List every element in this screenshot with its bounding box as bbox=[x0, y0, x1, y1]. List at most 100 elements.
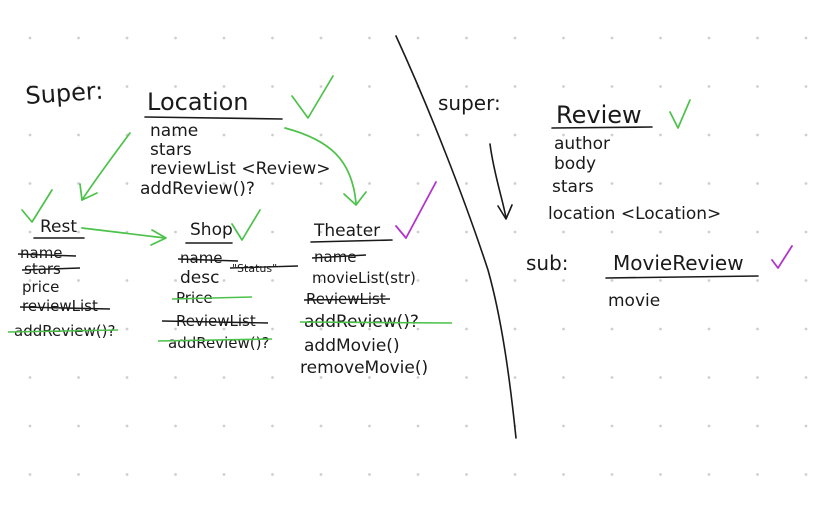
grid-dot bbox=[77, 230, 80, 234]
grid-dot bbox=[77, 133, 80, 137]
shop-strike-reviewlist bbox=[161, 320, 269, 324]
shop-strike-addreview bbox=[157, 338, 273, 342]
rest-field-price: price bbox=[22, 278, 59, 296]
grid-dot bbox=[707, 36, 711, 40]
grid-dot bbox=[707, 473, 711, 476]
rest-fields: name stars price reviewList addReview()? bbox=[7, 244, 119, 340]
grid-dot bbox=[562, 85, 565, 88]
grid-dot bbox=[804, 133, 808, 137]
grid-dot bbox=[271, 230, 274, 234]
grid-dot bbox=[28, 424, 32, 428]
theater-fields: name movieList(str) ReviewList addReview… bbox=[299, 248, 453, 378]
rest-title: Rest bbox=[40, 217, 77, 237]
grid-dot bbox=[271, 133, 274, 137]
grid-dot bbox=[368, 85, 371, 88]
theater-strike-addreview bbox=[299, 321, 453, 324]
shop-field-reviewlist: ReviewList bbox=[176, 312, 256, 330]
grid-dot bbox=[659, 36, 662, 40]
grid-dot bbox=[28, 36, 32, 40]
grid-dot bbox=[707, 133, 711, 137]
grid-dot bbox=[562, 327, 565, 331]
grid-dot bbox=[125, 182, 129, 185]
rest-strike-stars bbox=[21, 267, 81, 271]
grid-dot bbox=[28, 133, 32, 137]
moviereview-title: MovieReview bbox=[613, 251, 744, 275]
grid-dot bbox=[222, 376, 226, 379]
grid-dot bbox=[174, 473, 177, 476]
grid-dot bbox=[174, 230, 177, 234]
grid-dot bbox=[610, 36, 614, 40]
grid-dot bbox=[271, 36, 274, 40]
grid-dot bbox=[562, 424, 565, 428]
theater-check-icon bbox=[395, 181, 437, 239]
grid-dot bbox=[804, 473, 808, 476]
grid-dot bbox=[659, 230, 662, 234]
location-check-icon bbox=[291, 75, 334, 119]
grid-dot bbox=[562, 182, 565, 185]
grid-dot bbox=[319, 133, 323, 137]
grid-dot bbox=[610, 473, 614, 476]
grid-dot bbox=[756, 424, 759, 428]
moviereview-check-icon bbox=[771, 245, 793, 269]
rest-field-name: name bbox=[20, 244, 63, 262]
grid-dot bbox=[707, 279, 711, 282]
theater-field-removemovie: removeMovie() bbox=[300, 358, 428, 378]
grid-dot bbox=[28, 376, 32, 379]
review-field-author: author bbox=[554, 134, 610, 154]
grid-dot bbox=[513, 230, 517, 234]
grid-dot bbox=[319, 279, 323, 282]
review-title-underline bbox=[551, 126, 653, 129]
grid-dot bbox=[125, 85, 129, 88]
grid-dot bbox=[513, 473, 517, 476]
grid-dot bbox=[465, 36, 468, 40]
grid-dot bbox=[271, 85, 274, 88]
rest-to-shop-arrow bbox=[81, 227, 167, 246]
grid-dot bbox=[319, 36, 323, 40]
grid-dot bbox=[610, 85, 614, 88]
grid-dot bbox=[562, 473, 565, 476]
grid-dot bbox=[174, 424, 177, 428]
review-field-location: location <Location> bbox=[548, 204, 721, 224]
grid-dot bbox=[319, 327, 323, 331]
grid-dot bbox=[465, 473, 468, 476]
grid-dot bbox=[222, 473, 226, 476]
grid-dot bbox=[174, 36, 177, 40]
grid-dot bbox=[562, 376, 565, 379]
grid-dot bbox=[756, 230, 759, 234]
theater-field-addmovie: addMovie() bbox=[304, 336, 400, 356]
grid-dot bbox=[125, 424, 129, 428]
grid-dot bbox=[707, 85, 711, 88]
sub-label: sub: bbox=[526, 251, 569, 275]
grid-dot bbox=[125, 376, 129, 379]
grid-dot bbox=[77, 85, 80, 88]
rest-check-icon bbox=[21, 189, 53, 223]
shop-field-addreview: addReview()? bbox=[168, 334, 269, 352]
grid-dot bbox=[756, 36, 759, 40]
shop-title: Shop bbox=[190, 220, 233, 240]
grid-dot bbox=[368, 424, 371, 428]
grid-dot bbox=[465, 424, 468, 428]
grid-dot bbox=[125, 36, 129, 40]
grid-dot bbox=[756, 376, 759, 379]
grid-dot bbox=[756, 182, 759, 185]
grid-dot bbox=[28, 85, 32, 88]
grid-dot bbox=[368, 230, 371, 234]
grid-dot bbox=[271, 327, 274, 331]
grid-dot bbox=[659, 376, 662, 379]
location-to-theater-arrow bbox=[284, 127, 367, 206]
grid-dot bbox=[562, 133, 565, 137]
grid-dot bbox=[707, 424, 711, 428]
grid-dot bbox=[416, 473, 420, 476]
grid-dot bbox=[416, 230, 420, 234]
grid-dot bbox=[610, 376, 614, 379]
grid-dot bbox=[174, 376, 177, 379]
location-to-rest-arrow bbox=[79, 132, 131, 201]
grid-dot bbox=[319, 85, 323, 88]
grid-dot bbox=[368, 376, 371, 379]
grid-dot bbox=[804, 85, 808, 88]
grid-dot bbox=[271, 376, 274, 379]
grid-dot bbox=[513, 327, 517, 331]
grid-dot bbox=[804, 230, 808, 234]
grid-dot bbox=[513, 376, 517, 379]
